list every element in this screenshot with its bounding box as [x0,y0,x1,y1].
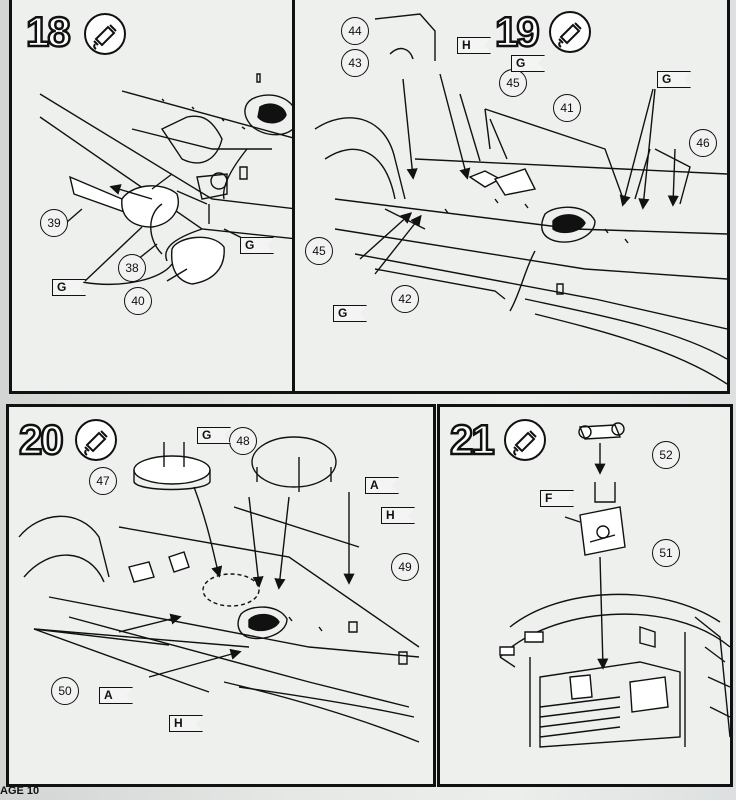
part-callout: 38 [118,254,146,282]
part-callout: 50 [51,677,79,705]
part-callout: 51 [652,539,680,567]
glue-tube-icon [75,419,117,461]
color-flag: G [52,279,86,296]
part-callout: 52 [652,441,680,469]
step-number: 19 [494,8,541,55]
part-callout: 46 [689,129,717,157]
step-19-drawing [295,0,727,391]
part-callout: 45 [499,69,527,97]
step-number: 18 [25,8,72,55]
part-callout: 49 [391,553,419,581]
step-21-drawing [440,407,730,784]
step-20-drawing [9,407,433,784]
color-flag: G [240,237,274,254]
part-callout: 45 [305,237,333,265]
part-callout: 42 [391,285,419,313]
step-20-panel: 20 [6,404,436,787]
part-callout: 43 [341,49,369,77]
part-callout: 44 [341,17,369,45]
step-number: 21 [449,416,496,463]
part-callout: 39 [40,209,68,237]
step-21-panel: 21 [437,404,733,787]
step-number: 20 [18,416,65,463]
glue-tube-icon [84,13,126,55]
color-flag: A [365,477,399,494]
step-18-drawing [12,0,292,391]
page-number: AGE 10 [0,785,40,797]
part-callout: 41 [553,94,581,122]
glue-tube-icon [504,419,546,461]
part-callout: 40 [124,287,152,315]
step-18-panel: 18 [9,0,295,394]
step-19-panel: 19 [292,0,730,394]
glue-tube-icon [549,11,591,53]
part-callout: 48 [229,427,257,455]
color-flag: F [540,490,574,507]
part-callout: 47 [89,467,117,495]
